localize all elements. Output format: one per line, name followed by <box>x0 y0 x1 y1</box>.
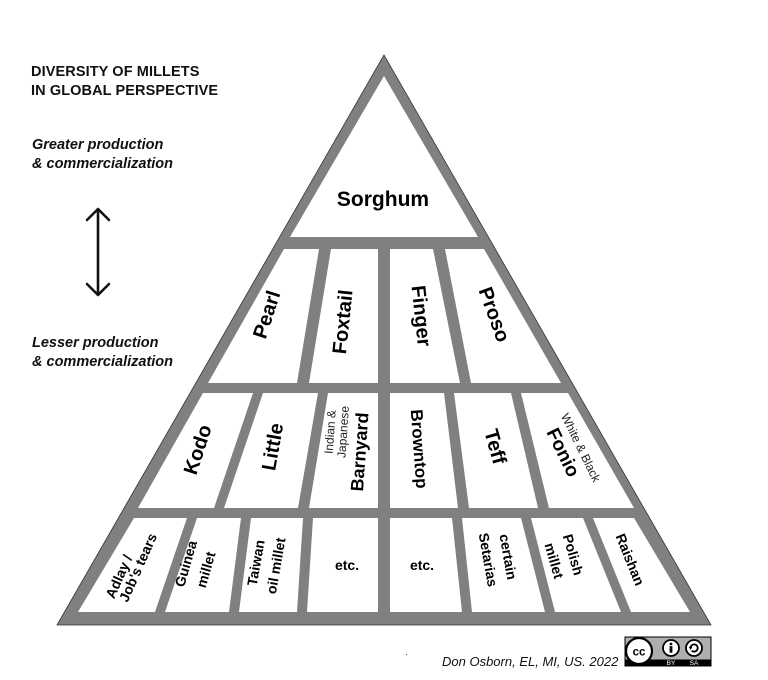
tier3-cell-teff <box>454 393 538 508</box>
cc-sa-text: SA <box>690 660 699 667</box>
tier2-cell-proso <box>445 249 561 383</box>
tier3-cell-little <box>224 393 318 508</box>
scale-top-label-line-2: & commercialization <box>32 156 174 172</box>
tier3-cell-browntop <box>390 393 458 508</box>
tier4-label-taiwan-line1: Taiwan <box>244 539 268 587</box>
scale-bottom-label-line-1: Lesser production <box>32 335 159 351</box>
tier1-label-sorghum: Sorghum <box>337 188 429 211</box>
tier4-label-etc-left: etc. <box>335 557 359 573</box>
cc-logo-text: cc <box>633 647 646 659</box>
tier2-cell-pearl <box>208 249 319 383</box>
tier4-cell-setarias <box>462 518 545 612</box>
diagram-title-line-1: DIVERSITY OF MILLETS <box>31 64 200 80</box>
stray-dot <box>406 654 407 655</box>
tier3-cell-kodo <box>138 393 253 508</box>
tier4-cell-adlay <box>78 518 187 612</box>
tier4-cell-polish <box>531 518 621 612</box>
tier3-sublabel-barnyard-line2: Japanese <box>334 405 352 458</box>
tier4-cell-raishan <box>593 518 690 612</box>
tier3-sublabel-barnyard-line1: Indian & <box>322 409 339 454</box>
tier4-cell-taiwan <box>239 518 303 612</box>
tier4-label-setarias-line1: certain <box>496 533 520 581</box>
tier4-label-etc-right: etc. <box>410 557 434 573</box>
cc-by-sa-icon[interactable]: cc BY SA <box>624 636 712 667</box>
diagram-title-line-2: IN GLOBAL PERSPECTIVE <box>31 83 219 99</box>
tier2-cell-foxtail <box>309 249 378 383</box>
tier4-cell-etc-right <box>390 518 462 612</box>
tier2-cell-finger <box>390 249 460 383</box>
scale-bottom-label-line-2: & commercialization <box>32 354 174 370</box>
cc-by-text: BY <box>667 660 676 667</box>
tier3-cell-fonio <box>521 393 634 508</box>
double-arrow-icon <box>85 207 111 297</box>
tier4-cell-etc-left <box>307 518 378 612</box>
tier4-cell-guinea <box>165 518 241 612</box>
tier3-cell-barnyard <box>309 393 378 508</box>
scale-top-label-line-1: Greater production <box>32 137 164 153</box>
credit-text: Don Osborn, EL, MI, US. 2022 <box>442 654 619 669</box>
tier1-cell-sorghum <box>290 76 478 237</box>
